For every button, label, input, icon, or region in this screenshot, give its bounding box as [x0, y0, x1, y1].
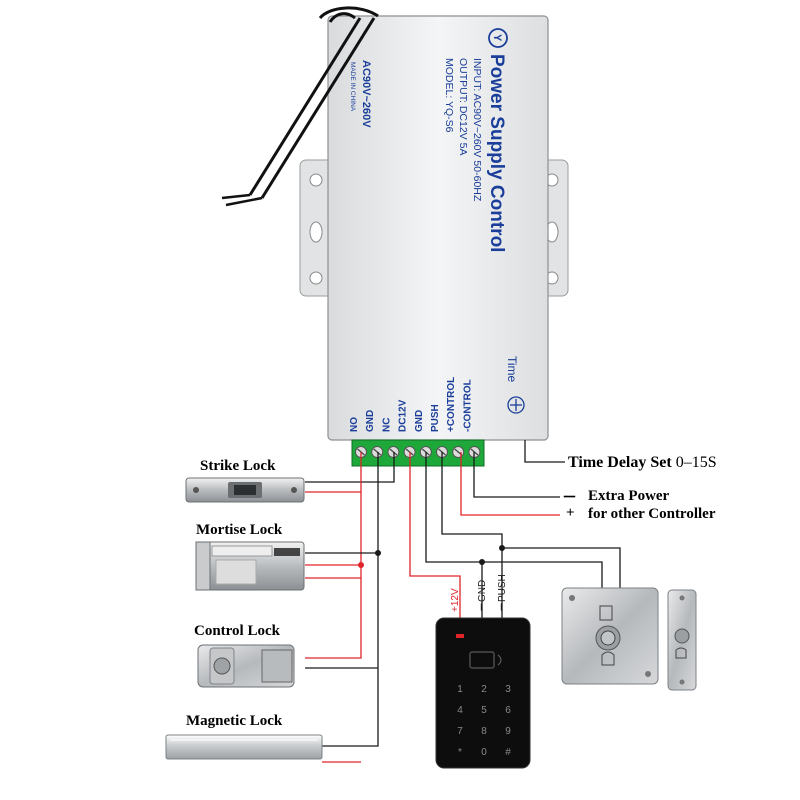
time-delay-label: Time Delay Set [568, 454, 672, 471]
door-exit-icon [599, 605, 613, 621]
minus-sign: － [562, 490, 578, 506]
terminal-screw-slot [373, 448, 382, 456]
spec-model: MODEL: YQ-S6 [443, 58, 455, 133]
magnetic-lock-image [165, 734, 323, 760]
keypad-key: 7 [457, 726, 463, 737]
label-mortise-lock: Mortise Lock [196, 522, 283, 538]
terminal-label: -CONTROL [462, 379, 473, 432]
terminal-label: PUSH [430, 404, 441, 432]
svg-text:Y: Y [491, 34, 503, 42]
keypad-key: 8 [481, 726, 487, 737]
voltage-label: AC90V~260V [360, 60, 372, 128]
wire-label-gnd: －GND [477, 580, 488, 612]
spec-input: INPUT: AC90V~260V 50-60HZ [471, 58, 483, 202]
keypad-key: * [458, 747, 462, 758]
strike-lock-image [185, 477, 305, 503]
keypad-key: 3 [505, 684, 511, 695]
terminal-label: NO [349, 417, 360, 432]
keypad-key: 0 [481, 747, 487, 758]
wire-label-12v: +12V [450, 588, 461, 612]
card-reader-icon [469, 651, 495, 669]
keypad-key: 9 [505, 726, 511, 737]
keypad-key: 1 [457, 684, 463, 695]
terminal-label: +CONTROL [446, 377, 457, 432]
access-keypad: 1 2 3 4 5 6 7 8 9 * 0 # [435, 617, 531, 769]
time-delay-range: 0–15S [675, 454, 717, 471]
brand-title: Power Supply Control [486, 54, 507, 252]
mortise-lock-image [195, 541, 305, 591]
wiring-lines [305, 440, 621, 763]
box-brand-block: Y Power Supply Control [486, 28, 508, 252]
terminal-label: NC [381, 418, 392, 432]
extra-power-label: Extra Power [588, 488, 670, 504]
spec-output: OUTPUT: DC12V 5A [457, 58, 469, 155]
voltage-block: AC90V~260V [360, 60, 372, 128]
terminal-label: GND [414, 410, 425, 432]
plus-sign: + [566, 505, 575, 521]
keypad-key: 6 [505, 705, 511, 716]
keypad-key: 4 [457, 705, 463, 716]
keypad-key: 2 [481, 684, 487, 695]
label-control-lock: Control Lock [194, 623, 280, 639]
spec-block: INPUT: AC90V~260V 50-60HZ OUTPUT: DC12V … [443, 58, 483, 202]
time-knob-icon [507, 396, 525, 414]
made-in-china: MADE IN CHINA [349, 62, 356, 112]
label-strike-lock: Strike Lock [200, 458, 276, 474]
terminal-label: DC12V [398, 399, 409, 432]
keypad-key: 5 [481, 705, 487, 716]
control-lock-image [197, 644, 295, 688]
time-label: Time [505, 356, 519, 383]
exit-button-slim [667, 589, 697, 691]
push-hand-icon [601, 651, 615, 666]
other-controller-label: for other Controller [588, 506, 716, 522]
terminal-label: GND [365, 410, 376, 432]
label-magnetic-lock: Magnetic Lock [186, 713, 283, 729]
wire-label-push: －PUSH [497, 574, 508, 612]
power-supply-unit [221, 6, 549, 441]
time-adjust-knob[interactable]: Time [505, 356, 525, 414]
keypad-key: # [505, 747, 511, 758]
exit-button-large [561, 587, 659, 685]
terminal-labels: NO GND NC DC12V GND PUSH +CONTROL -CONTROL [349, 377, 473, 432]
terminal-block [351, 439, 485, 467]
